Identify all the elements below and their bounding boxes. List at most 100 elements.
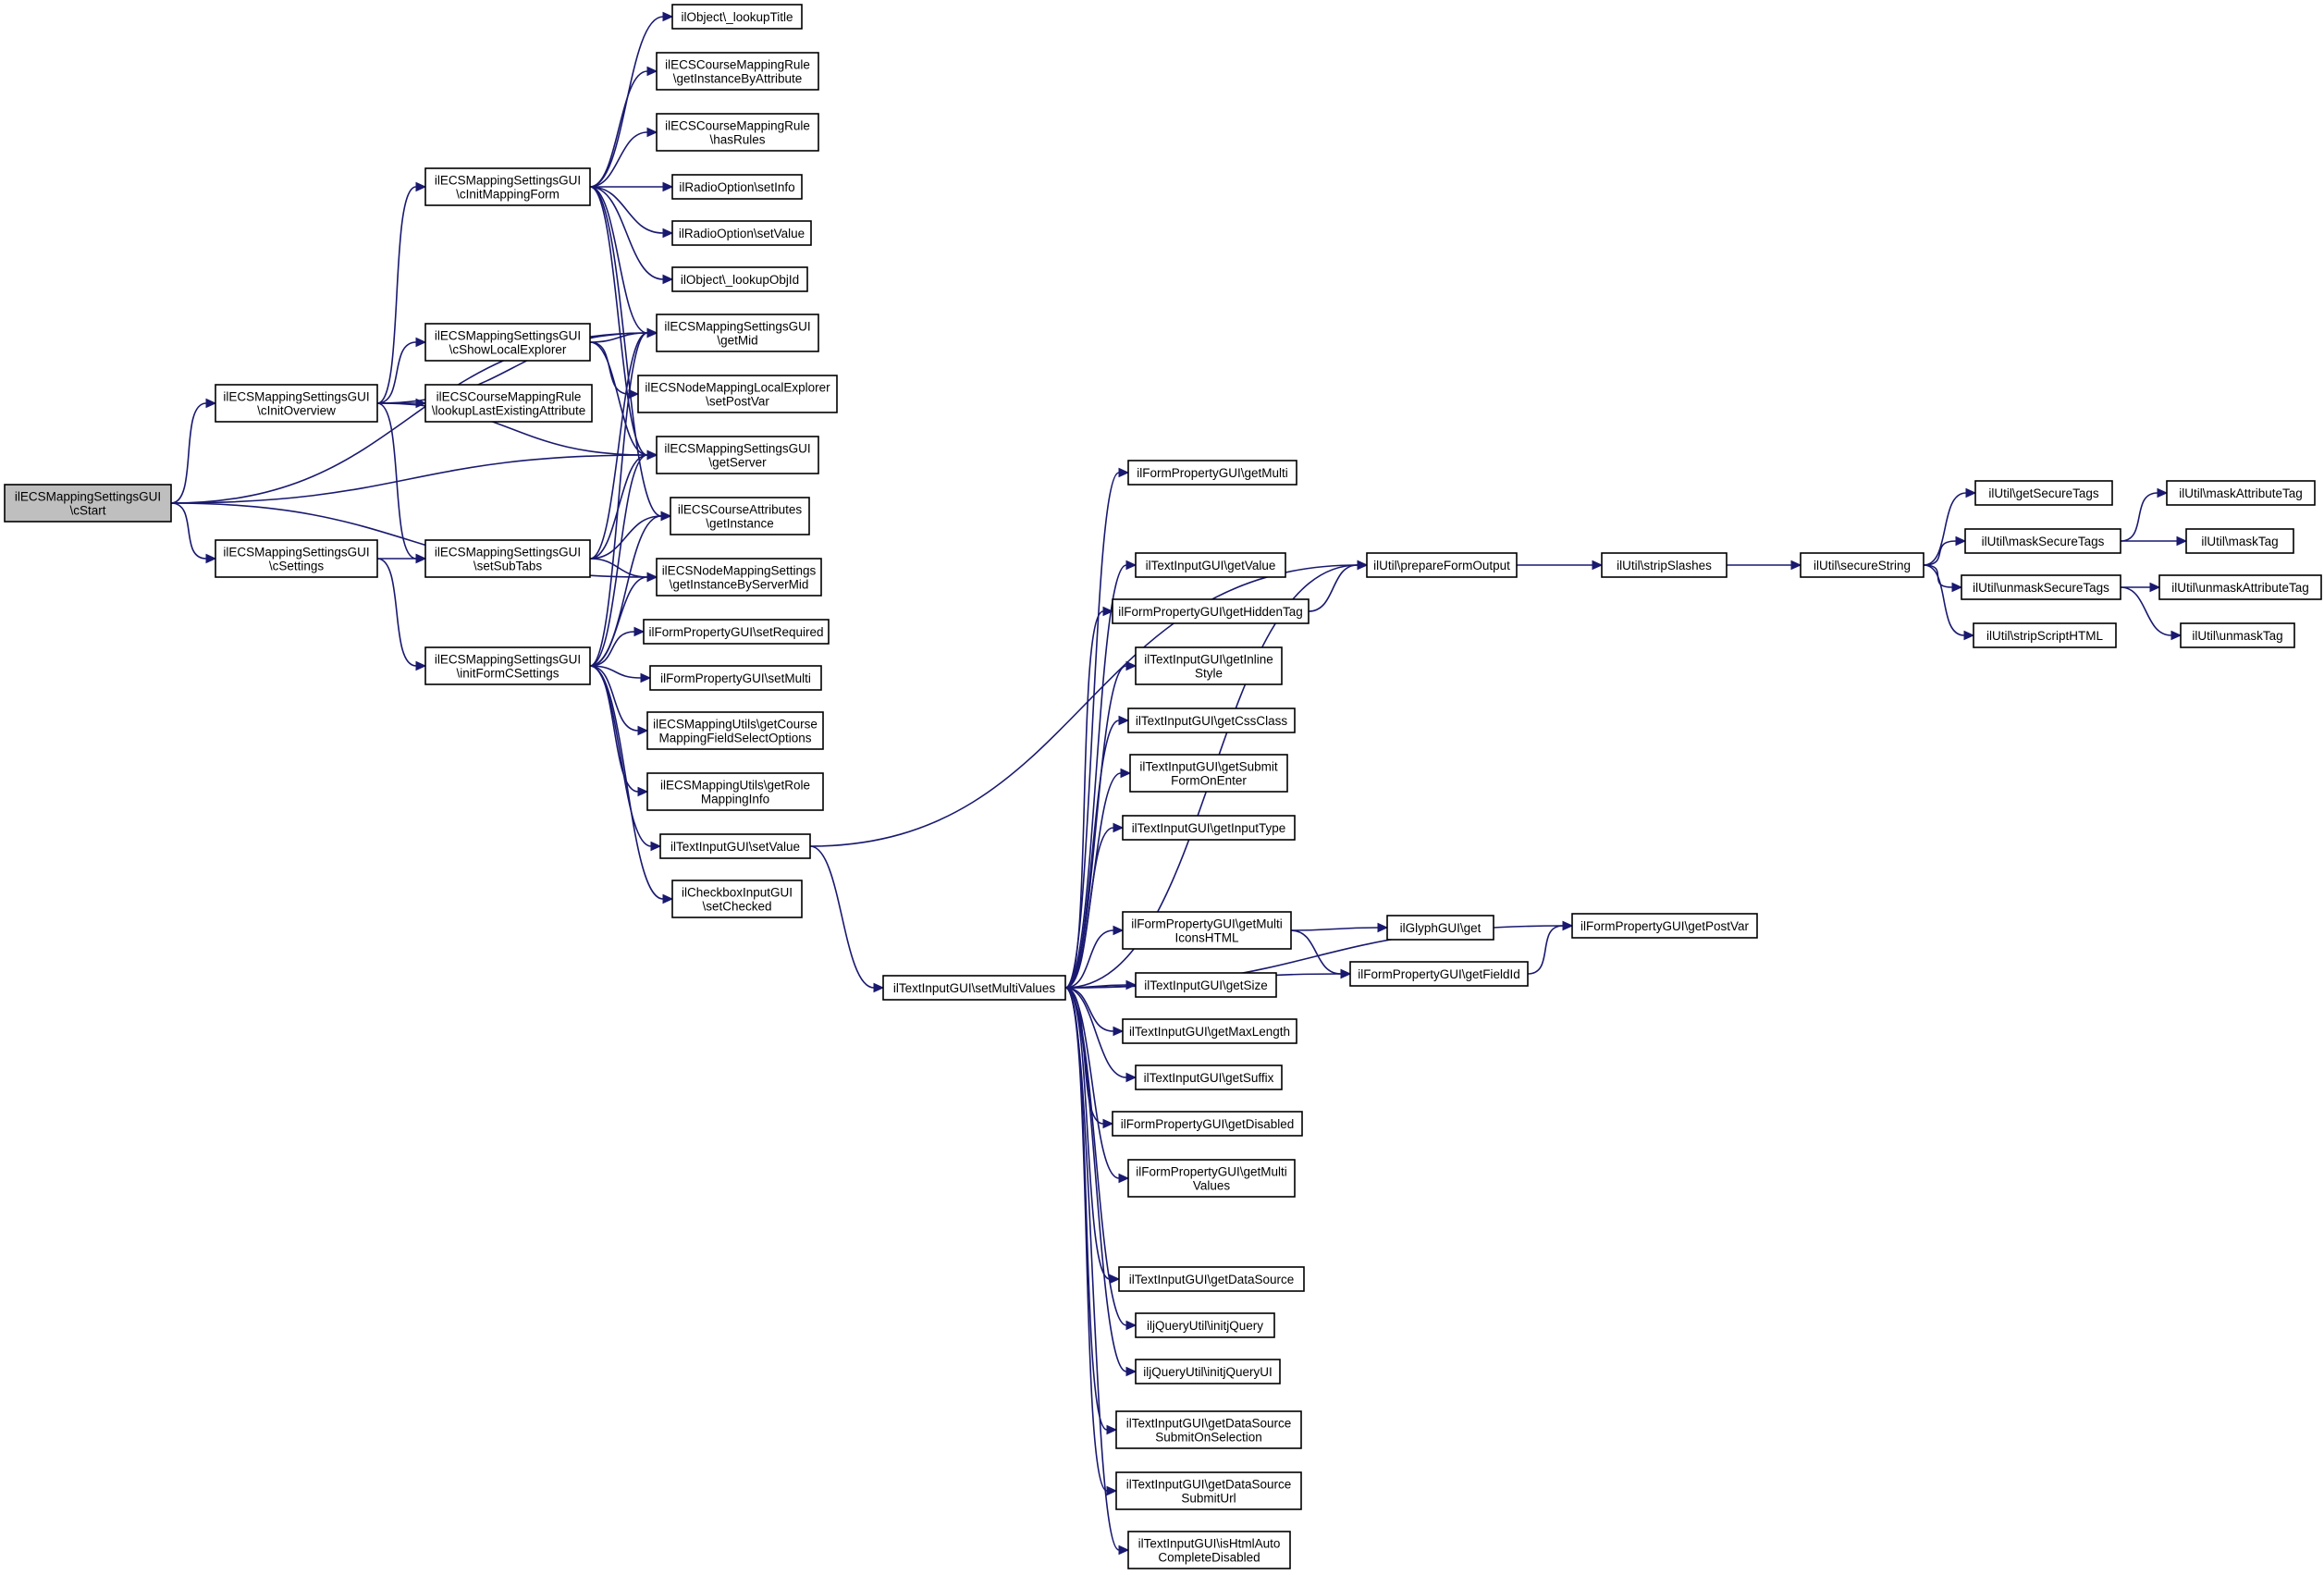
edge-arrowhead [205,553,217,564]
edge-setSubTabs-to-getInstanceByServerMid [589,558,658,583]
edge-line [1527,925,1564,975]
node-getSecureTags[interactable]: ilUtil\getSecureTags [1974,480,2113,506]
edge-maskSecureTags-to-maskAttributeTag [2120,487,2169,542]
node-label: ilFormPropertyGUI\getMulti [1136,1165,1287,1179]
node-label: \getMid [717,334,757,348]
node-getMid[interactable]: ilECSMappingSettingsGUI\getMid [656,314,819,352]
edge-line [1064,987,1127,1078]
node-hasRules[interactable]: ilECSCourseMappingRule\hasRules [656,113,819,152]
edge-line [589,332,648,343]
node-lookupLastExisting[interactable]: ilECSCourseMappingRule\lookupLastExistin… [424,384,593,423]
node-secureString[interactable]: ilUtil\secureString [1800,552,1924,578]
node-showLocalExplorer[interactable]: ilECSMappingSettingsGUI\cShowLocalExplor… [424,323,591,362]
node-getCourseMappingFieldSelectOptions[interactable]: ilECSMappingUtils\getCourseMappingFieldS… [646,711,824,750]
node-setRequired[interactable]: ilFormPropertyGUI\setRequired [643,619,830,645]
node-initFormCSettings[interactable]: ilECSMappingSettingsGUI\initFormCSetting… [424,646,591,685]
node-getMulti[interactable]: ilFormPropertyGUI\getMulti [1127,460,1297,486]
node-getInputType[interactable]: ilTextInputGUI\getInputType [1122,815,1296,841]
edge-arrowhead [1592,560,1604,571]
edge-line [589,70,648,188]
node-getDisabled[interactable]: ilFormPropertyGUI\getDisabled [1112,1111,1303,1137]
node-maskAttributeTag[interactable]: ilUtil\maskAttributeTag [2166,480,2316,506]
node-box [656,558,822,597]
edge-line [2120,586,2172,636]
node-getSize[interactable]: ilTextInputGUI\getSize [1135,972,1277,998]
node-start[interactable]: ilECSMappingSettingsGUI\cStart [4,484,172,523]
node-setMultiValues[interactable]: ilTextInputGUI\setMultiValues [882,975,1066,1001]
node-label: \getInstanceByAttribute [673,72,803,86]
node-getHiddenTag[interactable]: ilFormPropertyGUI\getHiddenTag [1112,598,1310,624]
node-courseAttrGetInstance[interactable]: ilECSCourseAttributes\getInstance [670,497,810,535]
node-lookupObjId[interactable]: ilObject\_lookupObjId [671,266,808,292]
node-label: ilECSMappingSettingsGUI [435,174,581,188]
node-getInstanceByAttribute[interactable]: ilECSCourseMappingRule\getInstanceByAttr… [656,52,819,91]
node-box [424,539,591,578]
node-getMaxLength[interactable]: ilTextInputGUI\getMaxLength [1122,1018,1297,1044]
node-box [1386,915,1494,941]
node-stripSlashes[interactable]: ilUtil\stripSlashes [1601,552,1728,578]
node-box [1122,1018,1297,1044]
edge-line [1290,929,1342,975]
edge-line [170,402,207,504]
node-box [1366,552,1518,578]
node-maskTag[interactable]: ilUtil\maskTag [2185,528,2294,554]
edge-getFieldId-to-getPostVar [1527,920,1574,975]
edge-arrowhead [1120,768,1132,779]
node-setPostVar[interactable]: ilECSNodeMappingLocalExplorer\setPostVar [637,375,838,413]
node-getCssClass[interactable]: ilTextInputGUI\getCssClass [1127,708,1296,733]
node-box [1135,972,1277,998]
node-label: ilCheckboxInputGUI [682,886,793,900]
edge-arrowhead [1118,1544,1130,1556]
node-isHtmlAutoCompleteDisabled[interactable]: ilTextInputGUI\isHtmlAutoCompleteDisable… [1127,1531,1291,1569]
node-radioSetValue[interactable]: ilRadioOption\setValue [671,220,812,246]
node-stripScriptHTML[interactable]: ilUtil\stripScriptHTML [1973,622,2117,648]
node-getDataSourceSubmitOnSelection[interactable]: ilTextInputGUI\getDataSourceSubmitOnSele… [1115,1410,1302,1449]
node-initMappingForm[interactable]: ilECSMappingSettingsGUI\cInitMappingForm [424,167,591,206]
edge-arrowhead [2176,535,2188,547]
node-initOverview[interactable]: ilECSMappingSettingsGUI\cInitOverview [215,384,378,423]
node-label: ilECSCourseMappingRule [437,390,582,404]
edge-line [589,665,652,847]
node-label: ilUtil\secureString [1814,559,1911,572]
node-getInstanceByServerMid[interactable]: ilECSNodeMappingSettings\getInstanceBySe… [656,558,822,597]
node-label: ilECSNodeMappingSettings [662,564,817,578]
node-initjQuery[interactable]: iljQueryUtil\initjQuery [1135,1312,1275,1338]
edge-line [589,186,648,334]
node-getFieldId[interactable]: ilFormPropertyGUI\getFieldId [1349,961,1529,987]
node-prepareFormOutput[interactable]: ilUtil\prepareFormOutput [1366,552,1518,578]
node-setSubTabs[interactable]: ilECSMappingSettingsGUI\setSubTabs [424,539,591,578]
node-textGetValue[interactable]: ilTextInputGUI\getValue [1135,552,1286,578]
node-getPostVar[interactable]: ilFormPropertyGUI\getPostVar [1571,913,1758,939]
node-textSetValue[interactable]: ilTextInputGUI\setValue [659,833,811,859]
node-unmaskTag[interactable]: ilUtil\unmaskTag [2180,622,2295,648]
node-lookupTitle[interactable]: ilObject\_lookupTitle [671,4,803,30]
node-maskSecureTags[interactable]: ilUtil\maskSecureTags [1964,528,2121,554]
edge-secureString-to-maskSecureTags [1923,535,1967,566]
node-glyphGet[interactable]: ilGlyphGUI\get [1386,915,1494,941]
edge-arrowhead [2170,630,2183,641]
node-radioSetInfo[interactable]: ilRadioOption\setInfo [671,174,803,200]
node-checkboxSetChecked[interactable]: ilCheckboxInputGUI\setChecked [671,880,803,918]
node-unmaskSecureTags[interactable]: ilUtil\unmaskSecureTags [1961,574,2121,600]
node-initjQueryUI[interactable]: iljQueryUtil\initjQueryUI [1135,1359,1281,1384]
node-cSettings[interactable]: ilECSMappingSettingsGUI\cSettings [215,539,378,578]
edge-line [1290,927,1379,931]
edge-arrowhead [637,725,649,736]
node-unmaskAttributeTag[interactable]: ilUtil\unmaskAttributeTag [2158,574,2322,600]
node-getDataSource[interactable]: ilTextInputGUI\getDataSource [1118,1266,1305,1292]
node-getSuffix[interactable]: ilTextInputGUI\getSuffix [1135,1064,1283,1090]
node-box [671,220,812,246]
node-setMulti[interactable]: ilFormPropertyGUI\setMulti [649,665,822,691]
node-label: ilECSNodeMappingLocalExplorer [645,381,830,395]
node-label: ilUtil\maskSecureTags [1982,535,2105,548]
node-box [1135,552,1286,578]
node-getServer[interactable]: ilECSMappingSettingsGUI\getServer [656,436,819,474]
node-label: ilECSMappingSettingsGUI [435,546,581,560]
node-label: ilTextInputGUI\getMaxLength [1129,1025,1290,1039]
